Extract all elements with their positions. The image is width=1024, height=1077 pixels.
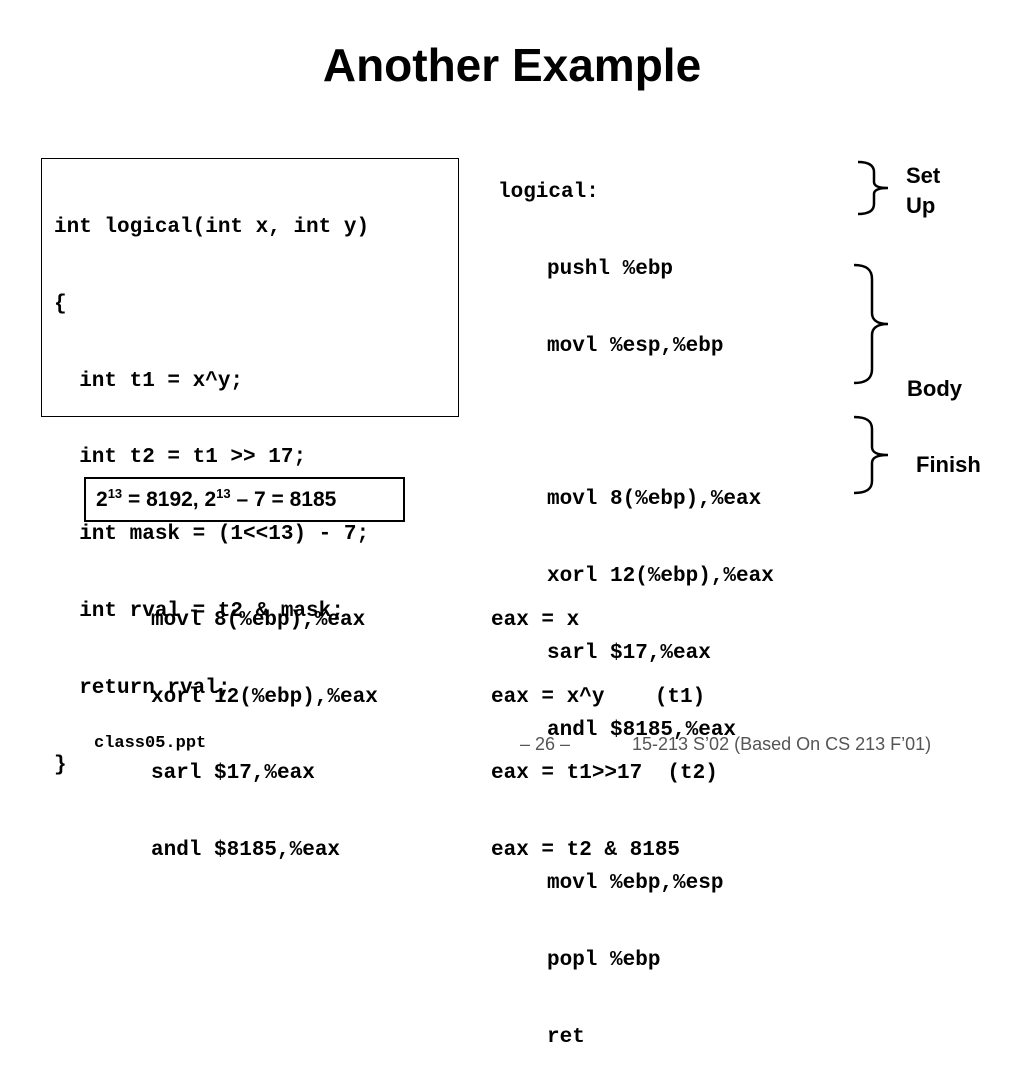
asm-body-line: movl 8(%ebp),%eax xyxy=(547,488,762,512)
setup-label: Set Up xyxy=(906,161,940,221)
c-code-line: int t1 = x^y; xyxy=(54,369,244,393)
power-exponent: 13 xyxy=(107,486,123,501)
footer-page-number: – 26 – xyxy=(520,734,571,754)
trace-instructions: movl 8(%ebp),%eax xorl 12(%ebp),%eax sar… xyxy=(151,560,378,889)
power-exponent: 13 xyxy=(216,486,231,501)
setup-brace xyxy=(857,160,889,216)
c-code-box: int logical(int x, int y) { int t1 = x^y… xyxy=(41,158,459,777)
asm-body-line: andl $8185,%eax xyxy=(547,718,737,742)
trace-effect: eax = t2 & 8185 xyxy=(491,838,681,862)
setup-label-line: Up xyxy=(906,193,936,218)
c-code-line: { xyxy=(54,292,67,316)
body-label: Body xyxy=(907,376,962,401)
asm-body-line: sarl $17,%eax xyxy=(547,641,711,665)
asm-setup-line: movl %esp,%ebp xyxy=(547,334,724,358)
asm-function-label: logical: xyxy=(498,181,599,204)
asm-finish-line: ret xyxy=(547,1025,585,1049)
finish-brace xyxy=(853,415,889,495)
c-code: int logical(int x, int y) { int t1 = x^y… xyxy=(54,167,369,827)
power-base: 2 xyxy=(96,488,108,511)
finish-label: Finish xyxy=(916,452,981,477)
asm-spacer xyxy=(498,408,774,439)
power-of-two-note: 213 = 8192, 213 – 7 = 8185 xyxy=(84,477,405,522)
c-code-line: int mask = (1<<13) - 7; xyxy=(54,523,370,547)
body-brace xyxy=(853,263,889,385)
trace-instruction: movl 8(%ebp),%eax xyxy=(151,609,366,632)
power-text: – 7 = 8185 xyxy=(230,488,337,511)
slide-title: Another Example xyxy=(322,39,702,91)
trace-effects: eax = x eax = x^y (t1) eax = t1>>17 (t2)… xyxy=(491,560,718,889)
asm-setup-line: pushl %ebp xyxy=(547,257,674,281)
trace-effect: eax = x xyxy=(491,609,580,632)
c-code-line: return rval; xyxy=(54,676,231,700)
asm-finish-line: popl %ebp xyxy=(547,948,661,972)
trace-instruction: sarl $17,%eax xyxy=(151,762,315,785)
c-code-line: int logical(int x, int y) xyxy=(54,216,370,239)
trace-effect: eax = t1>>17 (t2) xyxy=(491,762,718,785)
power-base: 2 xyxy=(204,488,217,511)
power-text: = 8192, xyxy=(122,488,205,511)
asm-body-line: xorl 12(%ebp),%eax xyxy=(547,564,774,588)
trace-instruction: andl $8185,%eax xyxy=(151,838,341,862)
trace-effect: eax = x^y (t1) xyxy=(491,685,706,709)
c-code-line: int t2 = t1 >> 17; xyxy=(54,446,307,470)
trace-instruction: xorl 12(%ebp),%eax xyxy=(151,685,378,709)
footer-filename: class05.ppt xyxy=(94,734,207,753)
footer-course: 15-213 S’02 (Based On CS 213 F’01) xyxy=(632,734,932,754)
setup-label-line: Set xyxy=(906,163,941,188)
c-code-line: int rval = t2 & mask; xyxy=(54,599,344,623)
